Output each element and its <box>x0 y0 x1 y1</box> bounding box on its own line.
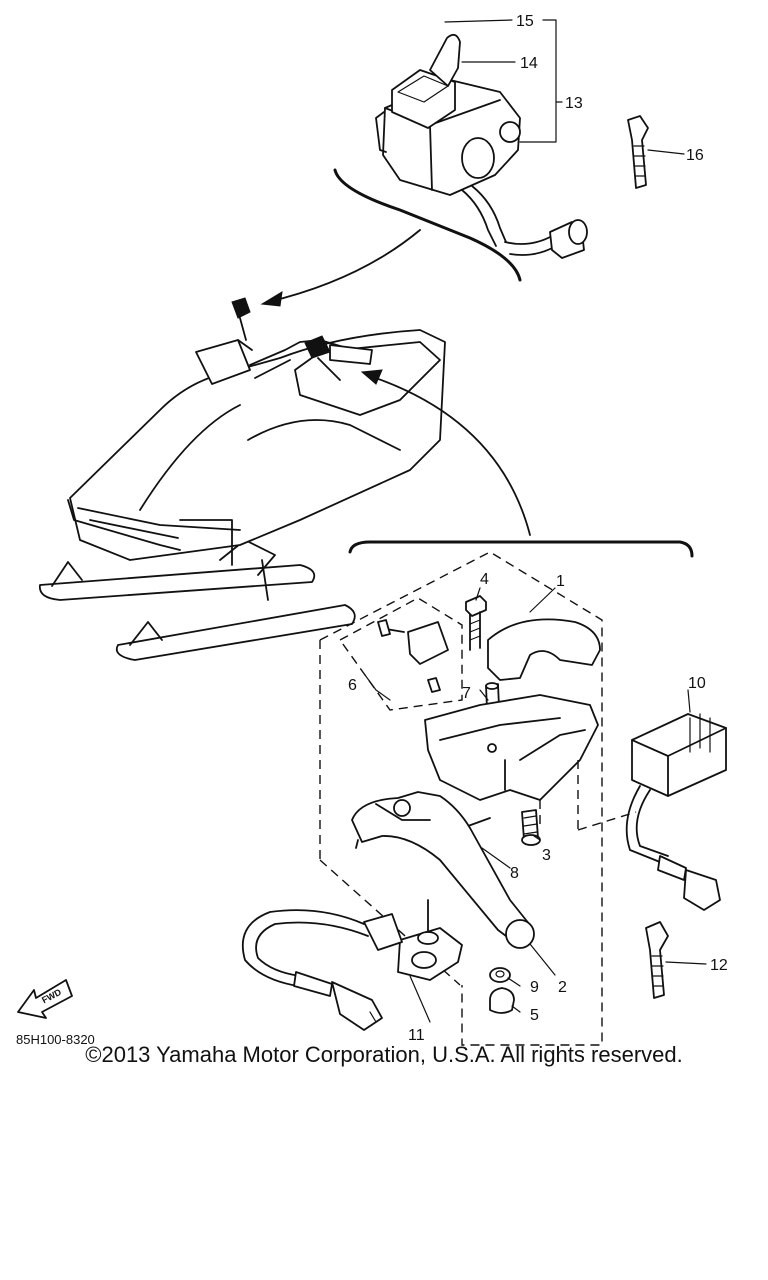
callout-6: 6 <box>348 677 357 694</box>
callout-10: 10 <box>688 675 706 692</box>
cable-tie-12 <box>645 921 707 999</box>
snowmobile-overview <box>38 297 446 661</box>
figure-code: 85H100-8320 <box>16 1032 95 1047</box>
callout-3: 3 <box>542 847 551 864</box>
callout-11: 11 <box>408 1027 425 1044</box>
lower-bracket <box>348 540 694 558</box>
callout-8: 8 <box>510 865 519 882</box>
callout-7: 7 <box>462 685 471 702</box>
callout-13: 13 <box>565 95 583 112</box>
throttle-assembly <box>241 551 727 1046</box>
copyright-notice: ©2013 Yamaha Motor Corporation, U.S.A. A… <box>85 1042 683 1067</box>
parts-diagram: FWD 15 14 13 16 1 4 6 7 10 3 8 12 9 2 5 … <box>16 13 728 1047</box>
arrow-to-headlight <box>267 229 421 303</box>
callout-16: 16 <box>686 147 704 164</box>
callout-9: 9 <box>530 979 539 996</box>
callout-12: 12 <box>710 957 728 974</box>
arrowhead-1 <box>260 291 283 307</box>
callout-15: 15 <box>516 13 534 30</box>
callout-4: 4 <box>480 571 489 588</box>
forward-arrow-icon: FWD <box>17 979 73 1019</box>
cable-tie-16 <box>627 115 685 189</box>
arrowhead-2 <box>360 369 383 385</box>
callout-5: 5 <box>530 1007 539 1024</box>
arrow-to-handlebar <box>369 375 531 536</box>
callout-2: 2 <box>558 979 567 996</box>
callout-14: 14 <box>520 55 538 72</box>
headlight-switch-assembly <box>333 19 588 282</box>
callout-1: 1 <box>556 573 565 590</box>
